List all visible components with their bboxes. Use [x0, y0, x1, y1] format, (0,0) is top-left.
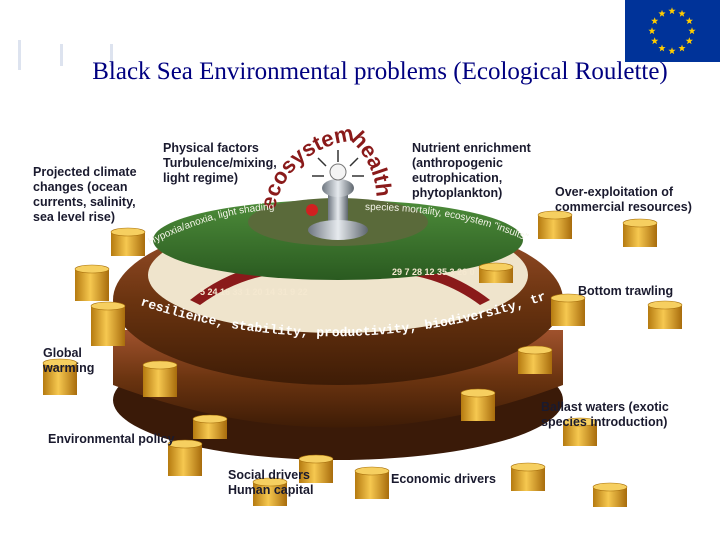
label-global-warming: Global warming	[43, 346, 95, 375]
eu-star-icon	[668, 7, 676, 15]
coin-stack-icon	[550, 293, 586, 326]
coin-stack-icon	[354, 466, 390, 499]
coin-stack-icon	[537, 210, 573, 239]
page-title: Black Sea Environmental problems (Ecolog…	[92, 58, 668, 85]
label-projected-climate: Projected climate changes (ocean current…	[33, 165, 137, 224]
eu-star-icon	[668, 47, 676, 55]
coin-stack-icon	[592, 482, 628, 507]
spindle-base	[308, 220, 368, 240]
coin-stack-icon	[167, 439, 203, 476]
roulette-ball	[306, 204, 318, 216]
decorative-line	[18, 40, 21, 70]
eu-star-icon	[658, 9, 666, 17]
coin-stacks	[42, 210, 683, 507]
spindle-knob	[329, 163, 347, 181]
eu-star-icon	[678, 44, 686, 52]
coin-stack-icon	[90, 301, 126, 346]
coin-stack-icon	[252, 477, 288, 506]
coin-stack-icon	[298, 454, 334, 483]
spindle-rays	[312, 150, 364, 177]
eu-star-icon	[678, 9, 686, 17]
spindle	[328, 188, 348, 228]
coin-stack-icon	[74, 264, 110, 301]
label-nutrient-enrichment: Nutrient enrichment (anthropogenic eutro…	[412, 141, 531, 200]
label-economic-drivers: Economic drivers	[391, 472, 496, 486]
coin-stack-icon	[192, 414, 228, 439]
coin-stack-icon	[647, 300, 683, 329]
coin-stack-icon	[142, 360, 178, 397]
decorative-line	[110, 44, 113, 66]
eu-star-icon	[651, 37, 659, 45]
label-ballast-waters: Ballast waters (exotic species introduct…	[541, 400, 669, 429]
coin-stack-icon	[517, 345, 553, 374]
coin-stack-icon	[42, 358, 78, 395]
eu-star-icon	[658, 44, 666, 52]
eu-star-icon	[688, 27, 696, 35]
label-over-exploitation: Over-exploitation of commercial resource…	[555, 185, 692, 214]
coin-stack-icon	[460, 388, 496, 421]
eu-star-icon	[651, 17, 659, 25]
coin-stack-icon	[510, 462, 546, 491]
coin-stack-icon	[562, 417, 598, 446]
eu-star-icon	[685, 17, 693, 25]
label-physical-factors: Physical factors Turbulence/mixing, ligh…	[163, 141, 277, 185]
eu-star-icon	[685, 37, 693, 45]
coin-stack-icon	[622, 218, 658, 247]
eu-star-icon	[648, 27, 656, 35]
wheel-right-numbers: 29 7 28 12 35 3 26 0	[392, 267, 475, 277]
eu-flag-icon	[625, 0, 720, 62]
decorative-line	[60, 44, 63, 66]
spindle-top	[322, 179, 354, 197]
label-bottom-trawling: Bottom trawling	[578, 284, 674, 298]
label-environmental-policy: Environmental policy	[48, 432, 175, 446]
wheel-left-numbers: 5 24 16 33 1 20 14 31 9 22	[200, 287, 308, 297]
coin-stack-icon	[478, 262, 514, 283]
label-social-drivers: Social drivers Human capital	[228, 468, 314, 497]
coin-stack-icon	[110, 227, 146, 256]
